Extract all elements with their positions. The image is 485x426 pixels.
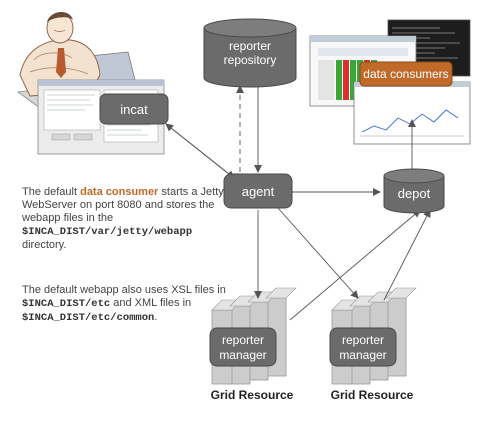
desc-p1-post: directory. <box>22 239 67 251</box>
reporter-repository-node: reporter repository <box>203 18 297 88</box>
desc-p1-mid: starts a Jetty WebServer on port 8080 an… <box>22 186 224 224</box>
depot-label: depot <box>398 186 431 201</box>
manager-right-label-line2: manager <box>339 348 386 362</box>
repository-label-line1: reporter <box>229 39 271 53</box>
depot-node: depot <box>383 168 445 214</box>
agent-to-right-manager-arrow <box>277 207 359 299</box>
reporter-manager-left-node: reporter manager <box>209 327 277 367</box>
xml-path: $INCA_DIST/etc/common <box>22 312 155 324</box>
grid-resource-left-label: Grid Resource <box>211 388 294 402</box>
incat-label: incat <box>120 102 148 117</box>
webapp-path: $INCA_DIST/var/jetty/webapp <box>22 226 193 238</box>
connectors <box>165 84 431 321</box>
agent-node: agent <box>223 173 293 209</box>
desc-p2-pre: The default webapp also uses XSL files i… <box>22 284 226 296</box>
repository-label-line2: repository <box>224 53 277 67</box>
data-consumers-node: data consumers <box>359 61 453 87</box>
incat-node: incat <box>99 93 169 125</box>
left-manager-to-depot-arrow <box>289 209 421 321</box>
manager-left-label-line1: reporter <box>222 333 264 347</box>
agent-label: agent <box>242 184 275 199</box>
grid-resource-right-label: Grid Resource <box>331 388 414 402</box>
desc-p2-post: . <box>154 311 158 323</box>
desc-p2-mid: and XML files in <box>110 297 192 309</box>
desc-p1-pre: The default <box>22 186 81 198</box>
description-paragraph-1: The default data consumer starts a Jetty… <box>22 186 237 252</box>
data-consumers-label: data consumers <box>363 67 448 81</box>
description-paragraph-2: The default webapp also uses XSL files i… <box>22 284 237 325</box>
data-consumer-highlight: data consumer <box>80 186 159 198</box>
right-manager-to-depot-arrow <box>383 209 431 301</box>
xsl-path: $INCA_DIST/etc <box>22 298 111 310</box>
manager-right-label-line1: reporter <box>342 333 384 347</box>
manager-left-label-line2: manager <box>219 348 266 362</box>
reporter-manager-right-node: reporter manager <box>329 327 397 367</box>
